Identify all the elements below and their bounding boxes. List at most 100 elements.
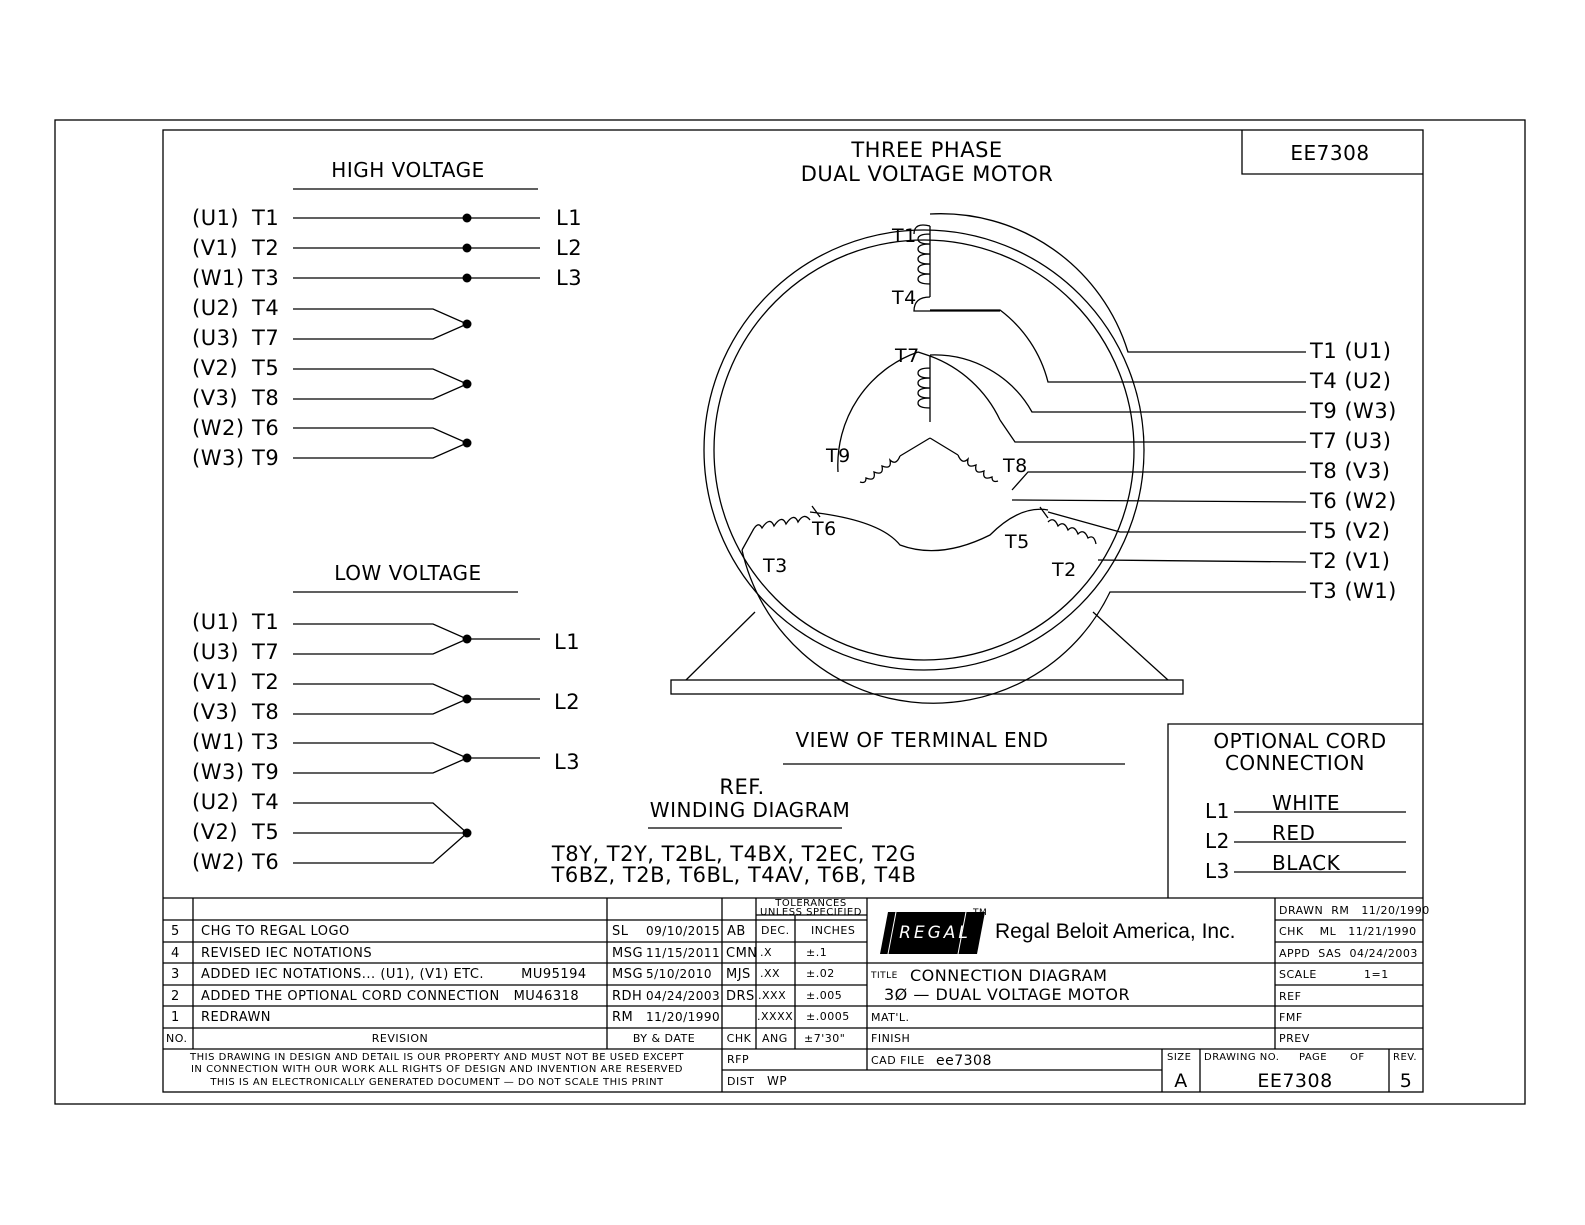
- coil-label: T4: [891, 287, 917, 309]
- motor-inner-ring: [713, 239, 1135, 661]
- rev-date: 11/15/2011: [646, 946, 720, 960]
- inner-border: [162, 129, 1424, 1093]
- drawing-no-label: DRAWING NO.: [1204, 1052, 1279, 1063]
- tolerance-dec: ANG: [762, 1032, 788, 1045]
- notice-line: THIS IS AN ELECTRONICALLY GENERATED DOCU…: [209, 1077, 664, 1088]
- hv-terminal-label: T1: [251, 206, 279, 230]
- model-list-line-2: T6BZ, T2B, T6BL, T4AV, T6B, T4B: [551, 863, 917, 887]
- coil-t7: [859, 356, 999, 484]
- ref-label: REF.: [719, 775, 764, 799]
- coil-t5-t2: [1047, 519, 1097, 545]
- rev-desc: ADDED IEC NOTATIONS... (U1), (V1) ETC. M…: [201, 967, 587, 982]
- tolerance-dec: .X: [760, 946, 772, 959]
- lv-iec-label: (V1): [192, 670, 238, 694]
- trademark: TM: [972, 908, 987, 918]
- lv-terminal-label: T8: [251, 700, 279, 724]
- tolerance-dec: .XX: [760, 967, 780, 980]
- tolerance-inches: ±.0005: [806, 1010, 850, 1023]
- motor-lead-label: T2 (V1): [1309, 549, 1390, 573]
- motor-lead-label: T4 (U2): [1309, 369, 1391, 393]
- hv-iec-label: (W1): [192, 266, 245, 290]
- hv-line-label: L2: [556, 236, 582, 260]
- coil-t6-t3: [741, 515, 811, 551]
- coil-t1-t4: [917, 226, 931, 297]
- rev-no: 5: [171, 924, 180, 939]
- hv-iec-label: (U2): [192, 296, 239, 320]
- cad-file-label: CAD FILE: [871, 1054, 925, 1067]
- tolerance-inches: ±7'30": [804, 1032, 845, 1045]
- lv-terminal-label: T3: [251, 730, 279, 754]
- hv-iec-label: (W3): [192, 446, 245, 470]
- checked-by: CHK ML 11/21/1990: [1279, 925, 1417, 938]
- cord-line-label: L2: [1205, 829, 1230, 853]
- approved-by: APPD SAS 04/24/2003: [1279, 947, 1418, 960]
- fmf-field: FMF: [1279, 1011, 1303, 1024]
- optional-cord-connection: OPTIONAL CORD CONNECTION L1 WHITE L2 RED…: [1167, 723, 1423, 898]
- motor-lead-label: T8 (V3): [1309, 459, 1390, 483]
- motor-base: [670, 679, 1184, 695]
- approvals: DRAWN RM 11/20/1990 CHK ML 11/21/1990 AP…: [1279, 904, 1429, 1045]
- rev-chk: DRS: [726, 989, 755, 1004]
- hv-terminal-label: T7: [251, 326, 279, 350]
- rev-desc: CHG TO REGAL LOGO: [201, 924, 350, 939]
- lv-iec-label: (W2): [192, 850, 245, 874]
- scale-label: SCALE: [1279, 968, 1317, 981]
- model-list-line-1: T8Y, T2Y, T2BL, T4BX, T2EC, T2G: [551, 842, 916, 866]
- page-label: PAGE: [1299, 1052, 1327, 1063]
- coil-label: T2: [1051, 559, 1077, 581]
- lv-terminal-label: T1: [251, 610, 279, 634]
- drawing-id: EE7308: [1290, 141, 1369, 165]
- cord-color: WHITE: [1272, 791, 1340, 815]
- rev-by: RDH: [612, 989, 642, 1004]
- junction-dot: [462, 753, 472, 763]
- motor-lead-label: T5 (V2): [1309, 519, 1390, 543]
- material-label: MAT'L.: [871, 1011, 910, 1024]
- rev-header-chk: CHK: [727, 1032, 752, 1045]
- hv-terminal-label: T2: [251, 236, 279, 260]
- cord-heading-2: CONNECTION: [1225, 751, 1365, 775]
- rev-header-by-date: BY & DATE: [633, 1032, 695, 1045]
- ref-field: REF: [1279, 990, 1301, 1003]
- hv-terminal-label: T5: [251, 356, 279, 380]
- hv-iec-label: (V1): [192, 236, 238, 260]
- junction-dot: [462, 438, 472, 448]
- cord-line-label: L1: [1205, 799, 1230, 823]
- lv-iec-label: (W3): [192, 760, 245, 784]
- rev-label: REV.: [1393, 1052, 1417, 1063]
- tolerance-col-a: DEC.: [761, 924, 790, 937]
- lv-terminal-label: T6: [251, 850, 279, 874]
- lv-line-label: L3: [554, 750, 580, 774]
- low-voltage-heading: LOW VOLTAGE: [334, 561, 481, 585]
- main-title-line-1: THREE PHASE: [850, 138, 1002, 162]
- rev-by: MSG: [612, 946, 643, 961]
- tolerance-heading-2: UNLESS SPECIFIED: [760, 907, 862, 918]
- size-value: A: [1174, 1070, 1188, 1092]
- coil-label: T1: [891, 225, 917, 247]
- low-voltage-section: LOW VOLTAGE (U1) T1 (U3) T7 (V1) T2 (V3)…: [192, 561, 580, 874]
- cord-color: BLACK: [1272, 851, 1341, 875]
- company-name: Regal Beloit America, Inc.: [995, 920, 1235, 943]
- title-label: TITLE: [870, 971, 898, 981]
- rev-desc: REDRAWN: [201, 1010, 271, 1025]
- coil-label: T8: [1002, 455, 1028, 477]
- high-voltage-heading: HIGH VOLTAGE: [331, 158, 484, 182]
- notice-line: THIS DRAWING IN DESIGN AND DETAIL IS OUR…: [189, 1052, 684, 1063]
- title-line-1: CONNECTION DIAGRAM: [910, 966, 1107, 985]
- cord-heading-1: OPTIONAL CORD: [1213, 729, 1386, 753]
- lv-line-label: L1: [554, 630, 580, 654]
- hv-iec-label: (W2): [192, 416, 245, 440]
- junction-dot: [462, 213, 472, 223]
- coil-label: T3: [762, 555, 788, 577]
- notice-line: IN CONNECTION WITH OUR WORK ALL RIGHTS O…: [191, 1064, 683, 1075]
- junction-dot: [462, 273, 472, 283]
- motor-lead-label: T6 (W2): [1309, 489, 1397, 513]
- title-line-2: 3Ø — DUAL VOLTAGE MOTOR: [884, 985, 1130, 1004]
- rev-date: 11/20/1990: [646, 1010, 720, 1024]
- lv-terminal-label: T7: [251, 640, 279, 664]
- view-label: VIEW OF TERMINAL END: [796, 728, 1049, 752]
- lv-iec-label: (U1): [192, 610, 239, 634]
- rev-chk: AB: [727, 924, 746, 939]
- rfp-label: RFP: [727, 1053, 749, 1066]
- prev-field: PREV: [1279, 1032, 1310, 1045]
- lv-iec-label: (U2): [192, 790, 239, 814]
